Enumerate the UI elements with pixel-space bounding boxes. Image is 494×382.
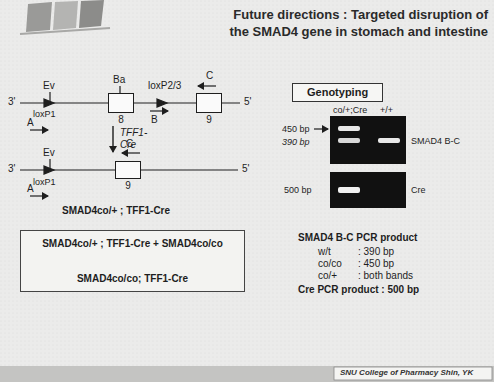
label-text: 450 bp <box>282 123 310 135</box>
label-text: Ev <box>43 80 55 92</box>
label-text: w/t <box>318 246 331 258</box>
label-text: Cre PCR product : 500 bp <box>298 284 419 296</box>
exon-box: 9 <box>115 161 141 179</box>
label-text: SMAD4co/+ ; TFF1-Cre <box>62 205 170 217</box>
box-heading: Genotyping <box>307 86 368 99</box>
label-text: C <box>126 138 133 150</box>
cross-text: SMAD4co/+ ; TFF1-Cre + SMAD4co/co <box>25 237 240 250</box>
label-text: 5' <box>244 96 251 108</box>
label-text: co/+ <box>318 270 337 282</box>
label-text: co/co <box>318 258 342 270</box>
label-text: : both bands <box>358 270 413 282</box>
label-text: SMAD4 B-C PCR product <box>298 232 417 244</box>
label-text: co/+;Cre <box>333 104 367 116</box>
exon-box: 9 <box>196 93 222 113</box>
label-text: 3' <box>8 96 15 108</box>
label-text: loxP1 <box>33 176 56 188</box>
label-text: A <box>27 183 34 195</box>
exon-number: 9 <box>116 180 140 191</box>
exon-number: 9 <box>197 114 221 125</box>
header-decoration <box>20 0 110 34</box>
label-text: C <box>206 70 213 82</box>
footer-band <box>0 366 494 382</box>
label-text: : 390 bp <box>358 246 394 258</box>
gene-construct <box>20 86 240 130</box>
label-text: +/+ <box>380 104 393 116</box>
label-text: loxP2/3 <box>148 80 181 92</box>
cross-box: SMAD4co/+ ; TFF1-Cre + SMAD4co/coSMAD4co… <box>20 230 245 292</box>
label-text: A <box>27 117 34 129</box>
label-text: Cre <box>411 184 426 196</box>
exon-box: 8 <box>108 93 134 113</box>
label-text: B <box>151 114 158 126</box>
label-text: Ev <box>43 147 55 159</box>
exon-number: 8 <box>109 114 133 125</box>
label-text: 5' <box>242 163 249 175</box>
cross-text: SMAD4co/co; TFF1-Cre <box>25 272 240 285</box>
label-text: 500 bp <box>284 184 312 196</box>
recombination-arrow <box>113 126 114 152</box>
heading-box: Genotyping <box>292 83 383 102</box>
label-text: 390 bp <box>282 136 310 148</box>
label-text: SMAD4 B-C <box>411 135 460 147</box>
label-text: loxP1 <box>33 108 56 120</box>
label-text: 3' <box>8 163 15 175</box>
recombined-construct <box>20 153 238 196</box>
label-text: Ba <box>113 74 125 86</box>
label-text: : 450 bp <box>358 258 394 270</box>
slide-title: Future directions : Targeted disruption … <box>220 6 488 40</box>
footer-text: SNU College of Pharmacy Shin, YK <box>340 368 473 378</box>
gel-image <box>314 116 406 208</box>
label-text: TFF1-Cre <box>120 127 152 151</box>
